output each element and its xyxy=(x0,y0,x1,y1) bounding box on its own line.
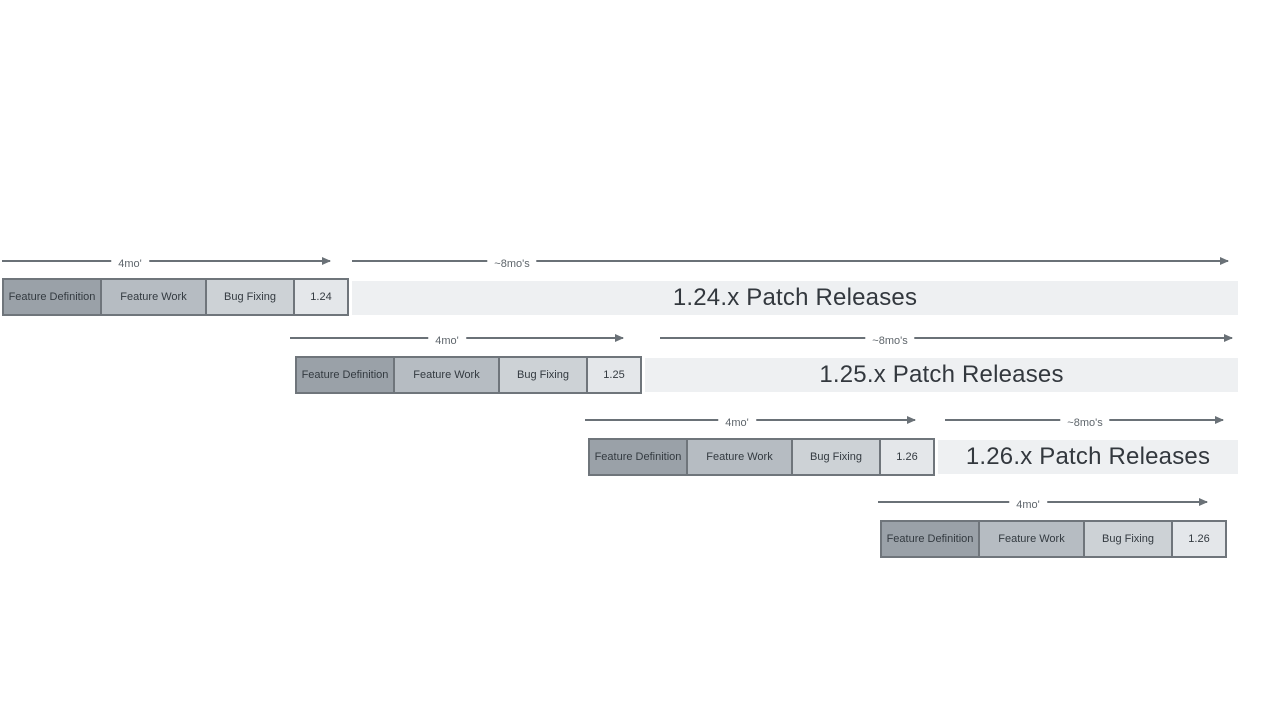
version-box: 1.26 xyxy=(1171,520,1227,558)
patch-release-label: 1.24.x Patch Releases xyxy=(672,284,918,311)
arrow-label-8mo: ~8mo's xyxy=(1060,415,1110,431)
phase-box-feature-work: Feature Work xyxy=(393,356,500,394)
version-box: 1.24 xyxy=(293,278,349,316)
arrow-label-8mo: ~8mo's xyxy=(865,333,915,349)
phase-box-feature-definition: Feature Definition xyxy=(880,520,980,558)
phase-box-bug-fixing: Bug Fixing xyxy=(498,356,588,394)
release-phase-boxes: Feature Definition Feature Work Bug Fixi… xyxy=(295,356,642,394)
arrow-label-4mo: 4mo' xyxy=(111,256,149,272)
release-phase-boxes: Feature Definition Feature Work Bug Fixi… xyxy=(880,520,1227,558)
timeline-arrow-4mo xyxy=(2,260,330,262)
arrowhead-right-icon xyxy=(1215,416,1224,424)
patch-release-label: 1.26.x Patch Releases xyxy=(965,443,1211,470)
arrowhead-right-icon xyxy=(1199,498,1208,506)
release-phase-boxes: Feature Definition Feature Work Bug Fixi… xyxy=(588,438,935,476)
phase-box-bug-fixing: Bug Fixing xyxy=(1083,520,1173,558)
phase-box-bug-fixing: Bug Fixing xyxy=(205,278,295,316)
timeline-arrow-8mo xyxy=(660,337,1232,339)
arrow-label-4mo: 4mo' xyxy=(1009,497,1047,513)
release-phase-boxes: Feature Definition Feature Work Bug Fixi… xyxy=(2,278,349,316)
phase-box-feature-definition: Feature Definition xyxy=(2,278,102,316)
arrowhead-right-icon xyxy=(322,257,331,265)
phase-box-feature-work: Feature Work xyxy=(100,278,207,316)
phase-box-bug-fixing: Bug Fixing xyxy=(791,438,881,476)
arrowhead-right-icon xyxy=(615,334,624,342)
arrow-label-4mo: 4mo' xyxy=(718,415,756,431)
phase-box-feature-definition: Feature Definition xyxy=(295,356,395,394)
version-box: 1.25 xyxy=(586,356,642,394)
patch-release-bar: 1.26.x Patch Releases xyxy=(938,440,1238,474)
arrowhead-right-icon xyxy=(1224,334,1233,342)
arrowhead-right-icon xyxy=(1220,257,1229,265)
version-box: 1.26 xyxy=(879,438,935,476)
phase-box-feature-work: Feature Work xyxy=(686,438,793,476)
phase-box-feature-work: Feature Work xyxy=(978,520,1085,558)
patch-release-bar: 1.25.x Patch Releases xyxy=(645,358,1238,392)
phase-box-feature-definition: Feature Definition xyxy=(588,438,688,476)
patch-release-label: 1.25.x Patch Releases xyxy=(819,361,1064,388)
arrowhead-right-icon xyxy=(907,416,916,424)
arrow-label-8mo: ~8mo's xyxy=(487,256,537,272)
timeline-arrow-8mo xyxy=(352,260,1228,262)
arrow-label-4mo: 4mo' xyxy=(428,333,466,349)
patch-release-bar: 1.24.x Patch Releases xyxy=(352,281,1238,315)
